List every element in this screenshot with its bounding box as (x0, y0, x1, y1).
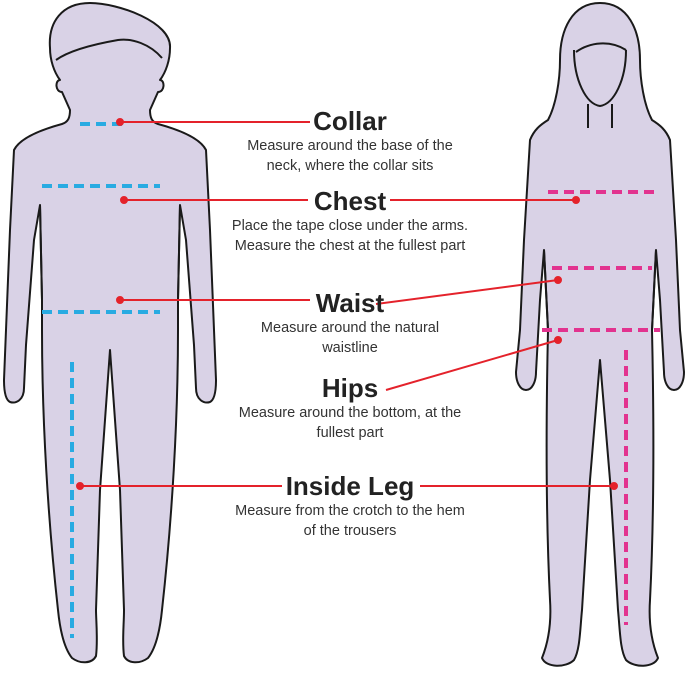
chest-dot-girl (572, 196, 580, 204)
collar-title: Collar (313, 106, 387, 136)
waist-dot-boy (116, 296, 124, 304)
chest-description: Place the tape close under the arms. Mea… (231, 218, 469, 254)
leader-lines (76, 118, 618, 490)
collar-description: Measure around the base of the neck, whe… (247, 138, 453, 174)
inside-leg-description: Measure from the crotch to the hem of th… (235, 503, 465, 539)
boy-silhouette (3, 2, 217, 664)
chest-label: Chest Place the tape close under the arm… (230, 186, 470, 256)
chest-dot-boy (120, 196, 128, 204)
collar-dot (116, 118, 124, 126)
waist-dot-girl (554, 276, 562, 284)
hips-label: Hips Measure around the bottom, at the f… (230, 373, 470, 443)
hips-dot (554, 336, 562, 344)
girl-silhouette (515, 2, 685, 667)
hips-leader (385, 339, 559, 391)
inside-leg-title: Inside Leg (285, 471, 415, 501)
inside-leg-label: Inside Leg Measure from the crotch to th… (230, 471, 470, 541)
hips-description: Measure around the bottom, at the fulles… (238, 405, 462, 441)
collar-label: Collar Measure around the base of the ne… (230, 106, 470, 176)
waist-label: Waist Measure around the natural waistli… (240, 288, 460, 358)
girl-guide-lines (542, 190, 660, 625)
waist-description: Measure around the natural waistline (260, 320, 440, 356)
chest-title: Chest (313, 186, 387, 216)
hips-title: Hips (321, 373, 379, 403)
waist-leader-girl (375, 279, 559, 305)
inside-leg-dot-girl (610, 482, 618, 490)
inside-leg-dot-boy (76, 482, 84, 490)
waist-title: Waist (315, 288, 385, 318)
